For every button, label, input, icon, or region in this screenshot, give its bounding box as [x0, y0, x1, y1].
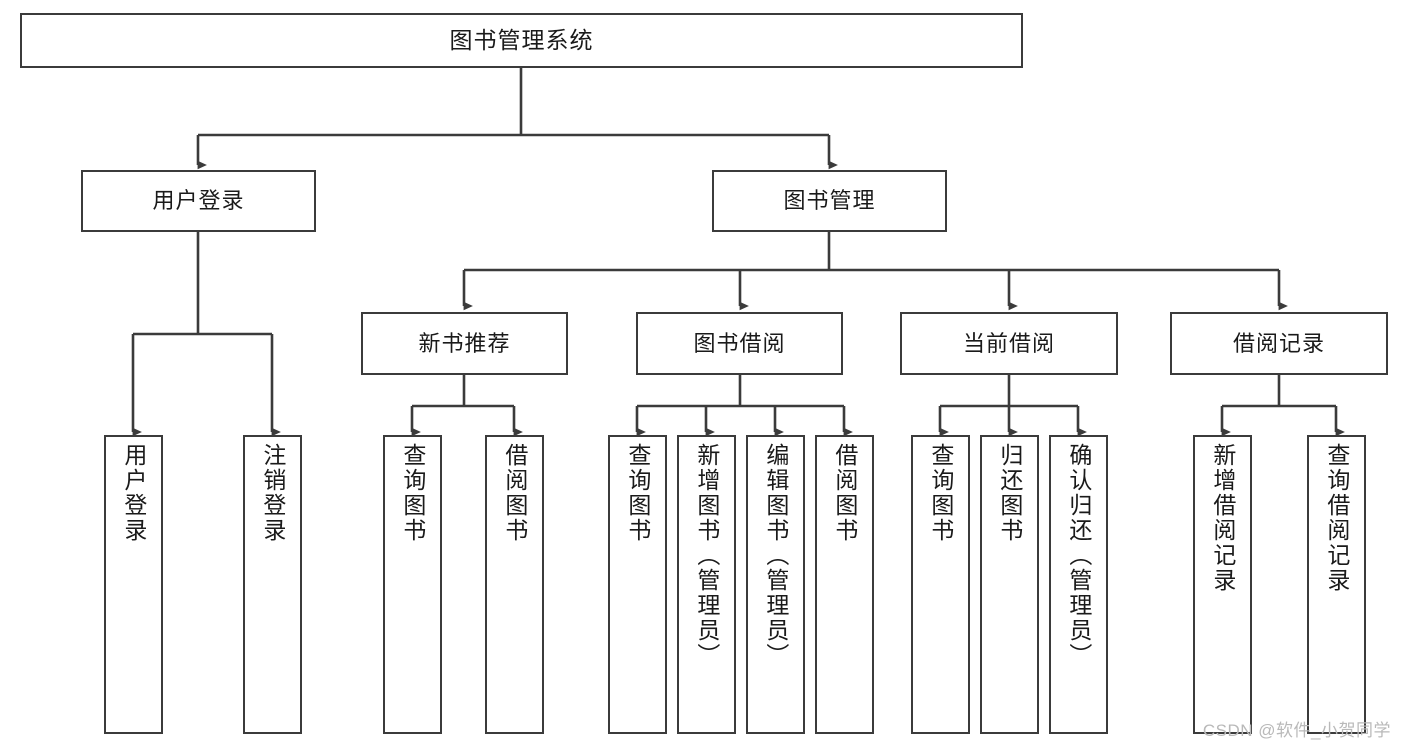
leaf-user-login-logout[interactable]: 注销登录 [243, 435, 302, 734]
leaf-book-borrow-edit[interactable]: 编辑图书（管理员） [746, 435, 805, 734]
leaf-user-login-login-label: 用户登录 [120, 443, 147, 543]
leaf-book-borrow-add-label: 新增图书（管理员） [693, 443, 720, 668]
node-root-system-label: 图书管理系统 [449, 27, 594, 53]
leaf-book-borrow-borrow[interactable]: 借阅图书 [815, 435, 874, 734]
leaf-book-borrow-add[interactable]: 新增图书（管理员） [677, 435, 736, 734]
leaf-current-borrow-query-label: 查询图书 [927, 443, 954, 543]
leaf-book-borrow-borrow-label: 借阅图书 [831, 443, 858, 543]
leaf-user-login-login[interactable]: 用户登录 [104, 435, 163, 734]
node-book-borrow-label: 图书借阅 [693, 330, 786, 356]
leaf-new-book-query-label: 查询图书 [399, 443, 426, 543]
node-new-book-recommend-label: 新书推荐 [418, 330, 511, 356]
node-book-management[interactable]: 图书管理 [712, 170, 947, 232]
leaf-book-borrow-edit-label: 编辑图书（管理员） [762, 443, 789, 668]
node-new-book-recommend[interactable]: 新书推荐 [361, 312, 568, 375]
leaf-new-book-borrow-label: 借阅图书 [501, 443, 528, 543]
leaf-borrow-record-add-label: 新增借阅记录 [1209, 443, 1236, 593]
node-book-borrow[interactable]: 图书借阅 [636, 312, 843, 375]
leaf-borrow-record-add[interactable]: 新增借阅记录 [1193, 435, 1252, 734]
node-borrow-record[interactable]: 借阅记录 [1170, 312, 1388, 375]
node-borrow-record-label: 借阅记录 [1232, 330, 1325, 356]
leaf-current-borrow-confirm-label: 确认归还（管理员） [1065, 443, 1092, 668]
node-current-borrow[interactable]: 当前借阅 [900, 312, 1118, 375]
leaf-current-borrow-query[interactable]: 查询图书 [911, 435, 970, 734]
leaf-current-borrow-return[interactable]: 归还图书 [980, 435, 1039, 734]
leaf-book-borrow-query-label: 查询图书 [624, 443, 651, 543]
leaf-new-book-query[interactable]: 查询图书 [383, 435, 442, 734]
node-user-login[interactable]: 用户登录 [81, 170, 316, 232]
node-current-borrow-label: 当前借阅 [962, 330, 1055, 356]
leaf-new-book-borrow[interactable]: 借阅图书 [485, 435, 544, 734]
leaf-user-login-logout-label: 注销登录 [259, 443, 286, 543]
leaf-current-borrow-confirm[interactable]: 确认归还（管理员） [1049, 435, 1108, 734]
node-book-management-label: 图书管理 [783, 188, 876, 213]
leaf-borrow-record-query-label: 查询借阅记录 [1323, 443, 1350, 593]
leaf-borrow-record-query[interactable]: 查询借阅记录 [1307, 435, 1366, 734]
leaf-book-borrow-query[interactable]: 查询图书 [608, 435, 667, 734]
leaf-current-borrow-return-label: 归还图书 [996, 443, 1023, 543]
node-user-login-label: 用户登录 [152, 188, 245, 213]
node-root-system[interactable]: 图书管理系统 [20, 13, 1023, 68]
